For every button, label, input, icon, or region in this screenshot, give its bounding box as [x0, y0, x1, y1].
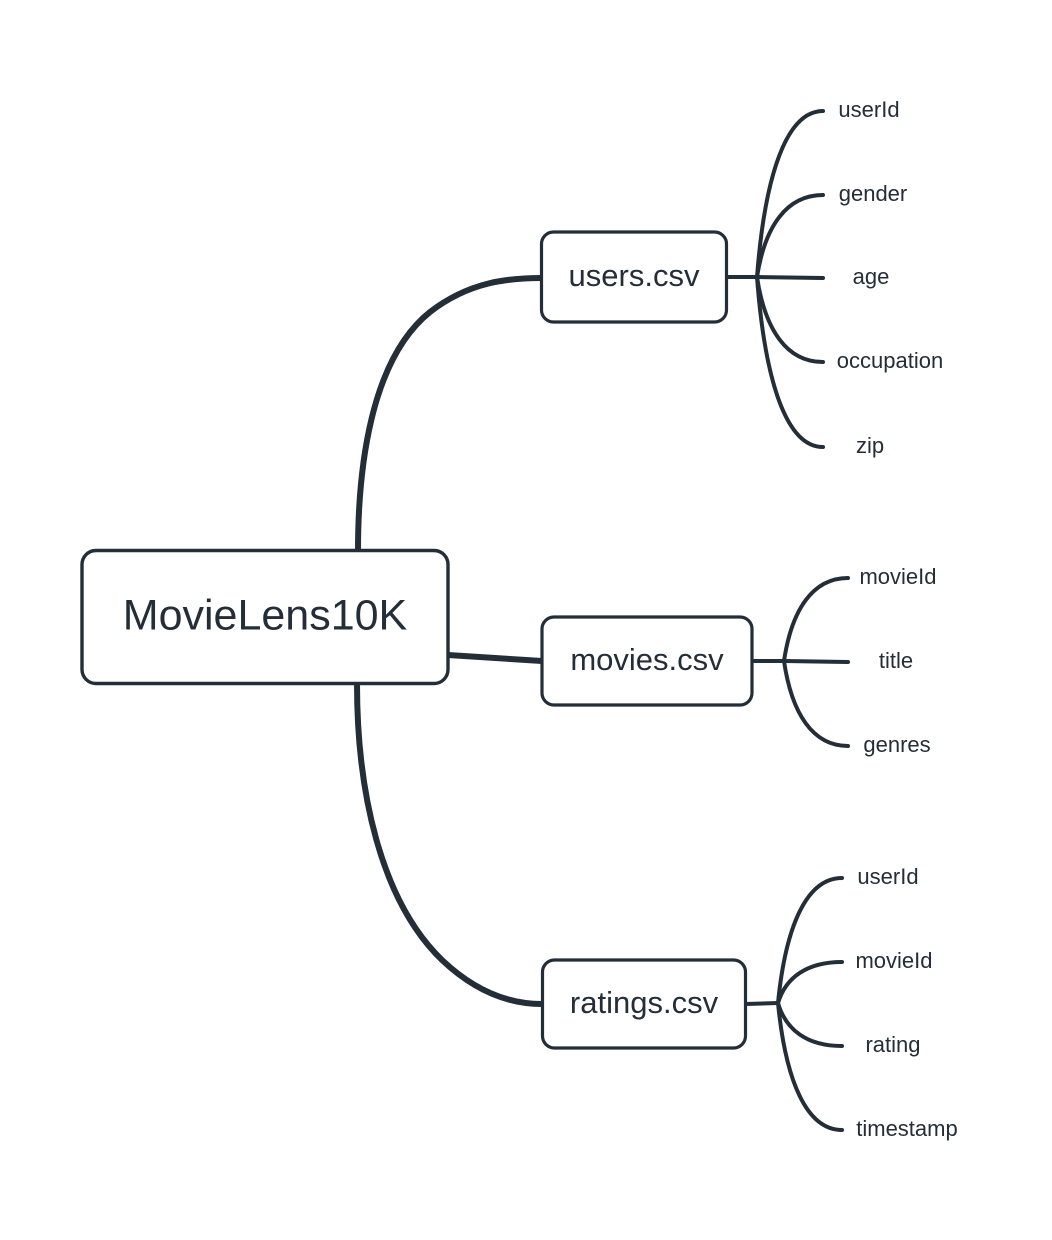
edge-stub-ratings — [743, 1001, 780, 1006]
movies-node-label: movies.csv — [570, 642, 724, 677]
edge-root-to-users — [355, 275, 545, 554]
edge-movies-genres — [782, 659, 850, 748]
node-ratings[interactable]: ratings.csv — [540, 958, 748, 1050]
leaf-label-users-userId: userId — [838, 97, 899, 122]
movies-node-box[interactable] — [540, 615, 754, 707]
leaf-label-ratings-timestamp: timestamp — [856, 1116, 957, 1141]
edge-users-zip — [755, 275, 825, 449]
edge-ratings-movieId — [776, 960, 844, 1005]
edge-ratings-timestamp — [776, 1001, 844, 1132]
edge-movies-movieId — [782, 576, 850, 663]
ratings-node-label: ratings.csv — [570, 985, 719, 1020]
edge-ratings-rating — [776, 1001, 844, 1048]
leaf-label-ratings-rating: rating — [865, 1032, 920, 1057]
edge-users-userId — [755, 109, 825, 279]
leaf-label-users-zip: zip — [856, 433, 884, 458]
users-node-label: users.csv — [569, 258, 700, 293]
leaf-label-movies-genres: genres — [863, 732, 930, 757]
node-movies[interactable]: movies.csv — [540, 615, 754, 707]
trunk-edges — [354, 275, 545, 1007]
edge-ratings-userId — [776, 876, 844, 1005]
fan-edges — [724, 109, 850, 1132]
edge-users-gender — [755, 193, 825, 279]
users-node-box[interactable] — [539, 230, 729, 324]
leaf-label-movies-movieId: movieId — [859, 564, 936, 589]
root-node-label: MovieLens10K — [123, 591, 408, 639]
node-users[interactable]: users.csv — [539, 230, 729, 324]
edge-users-age — [755, 275, 825, 280]
leaf-label-ratings-movieId: movieId — [855, 948, 932, 973]
leaf-label-users-age: age — [853, 264, 890, 289]
leaf-label-users-occupation: occupation — [837, 348, 943, 373]
edge-root-to-movies — [445, 652, 545, 664]
leaf-label-users-gender: gender — [839, 181, 908, 206]
node-root[interactable]: MovieLens10K — [80, 548, 450, 686]
root-node-box[interactable] — [80, 548, 450, 686]
ratings-node-box[interactable] — [540, 958, 748, 1050]
edge-movies-title — [782, 659, 850, 664]
leaf-label-ratings-userId: userId — [857, 864, 918, 889]
leaf-labels: userId gender age occupation zip movieId title… — [837, 97, 958, 1141]
edge-root-to-ratings — [354, 681, 545, 1007]
leaf-label-movies-title: title — [879, 648, 913, 673]
